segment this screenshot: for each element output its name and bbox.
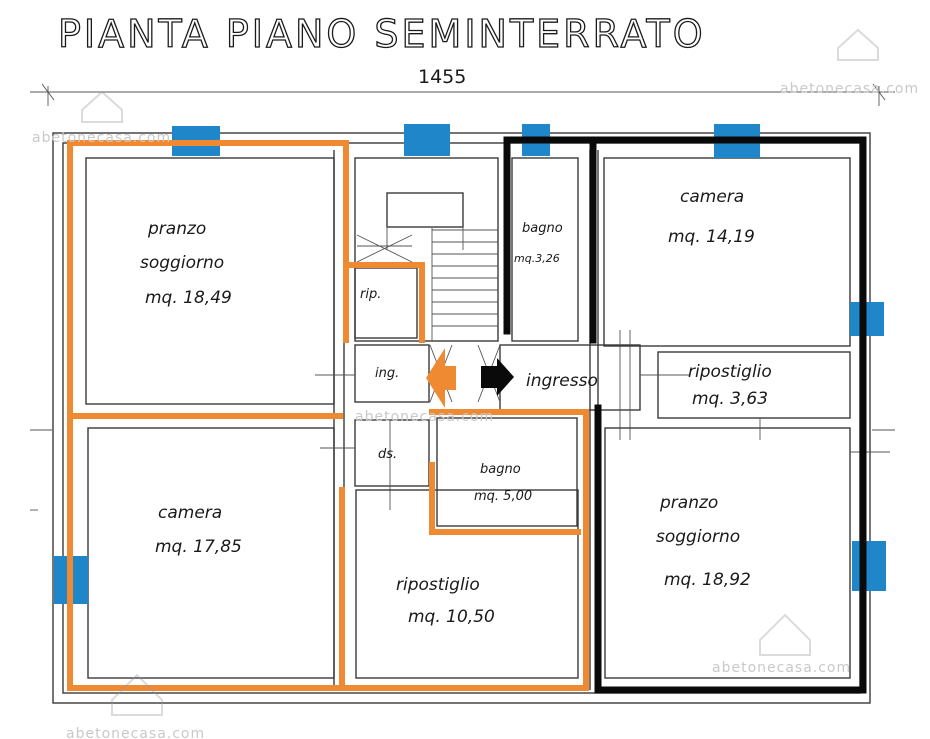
window-top-2	[404, 124, 450, 156]
bagno-small-area: mq.3,26	[514, 252, 560, 265]
bagno-small-name: bagno	[522, 221, 563, 236]
right-camera-area: mq. 14,19	[668, 227, 755, 247]
right-rip-name: ripostiglio	[688, 362, 772, 382]
left-camera-name: camera	[158, 503, 222, 523]
rip-center-name: ripostiglio	[396, 575, 480, 595]
ingresso-label: ingresso	[526, 371, 598, 391]
left-living-name2: soggiorno	[140, 253, 224, 273]
right-living-name2: soggiorno	[656, 527, 740, 547]
left-living-name1: pranzo	[147, 219, 206, 239]
watermark-text-2: abetonecasa.com	[780, 81, 919, 97]
ing-small-label: ing.	[375, 366, 399, 381]
window-right-2	[852, 541, 886, 591]
dimension-label: 1455	[418, 66, 466, 88]
rip-center-area: mq. 10,50	[408, 607, 495, 627]
watermarks: abetonecasa.com abetonecasa.com abetonec…	[32, 28, 919, 739]
orange-arrow-icon	[426, 348, 456, 408]
watermark-text-1: abetonecasa.com	[32, 130, 171, 146]
plan-title: PIANTA PIANO SEMINTERRATO	[58, 12, 706, 56]
window-right-1	[850, 302, 884, 336]
interior-walls	[85, 150, 890, 690]
right-camera-name: camera	[680, 187, 744, 207]
ds-label: ds.	[378, 447, 397, 462]
watermark-logo-icon	[81, 90, 123, 123]
dimension-line: 1455	[30, 66, 895, 106]
watermark-text-3: abetonecasa.com	[355, 409, 494, 425]
bagno-center-name: bagno	[480, 462, 521, 477]
rip-small-label: rip.	[360, 287, 381, 302]
watermark-text-4: abetonecasa.com	[712, 660, 851, 676]
left-camera-area: mq. 17,85	[155, 537, 242, 557]
black-unit-outline	[503, 136, 867, 694]
black-arrow-icon	[481, 358, 514, 396]
windows	[54, 124, 886, 604]
bagno-center-area: mq. 5,00	[474, 489, 532, 504]
right-rip-area: mq. 3,63	[692, 389, 768, 409]
right-living-area: mq. 18,92	[664, 570, 751, 590]
orange-unit-outline	[67, 140, 589, 691]
watermark-house-icon	[111, 28, 879, 716]
watermark-text-5: abetonecasa.com	[66, 726, 205, 739]
left-living-area: mq. 18,49	[145, 288, 232, 308]
room-labels: pranzo soggiorno mq. 18,49 rip. ing. ds.…	[140, 187, 772, 627]
right-living-name1: pranzo	[659, 493, 718, 513]
